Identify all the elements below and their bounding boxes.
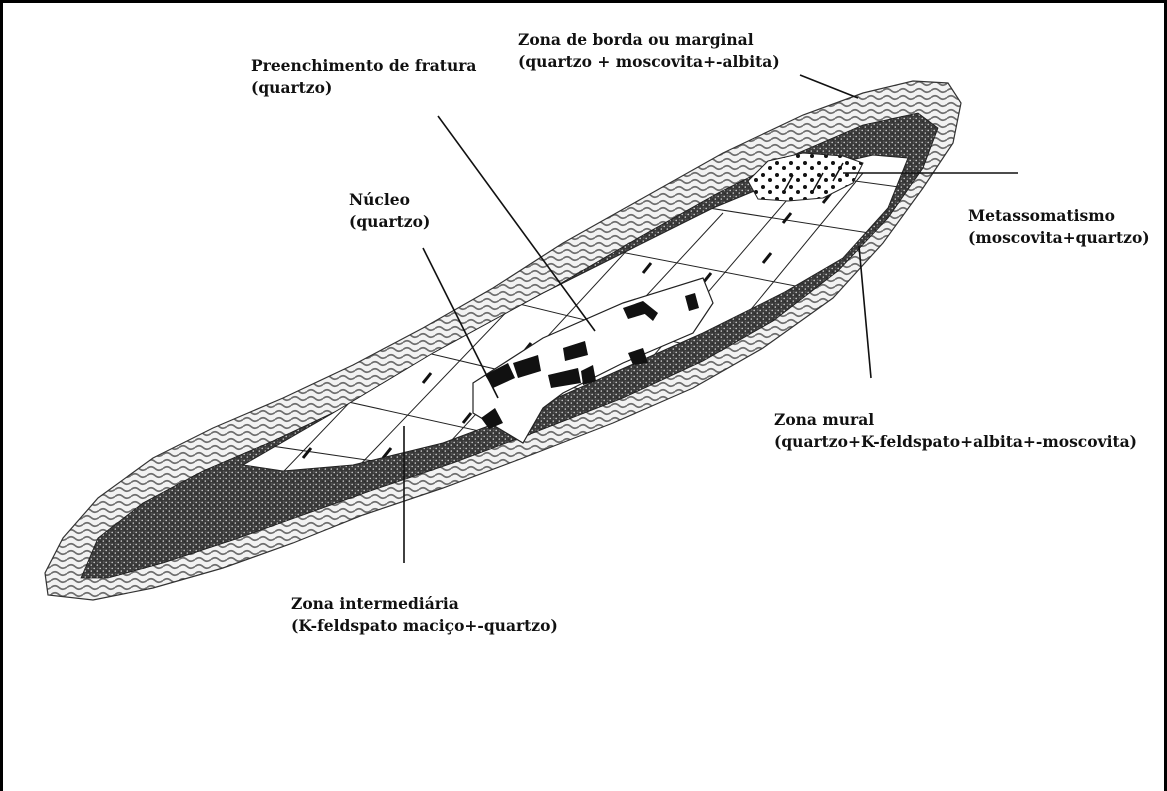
label-nucleo-line1: Núcleo [349,189,430,211]
label-zona-borda: Zona de borda ou marginal (quartzo + mos… [518,29,780,73]
pegmatite-zoning-diagram [3,3,1164,791]
label-metassomatismo-line2: (moscovita+quartzo) [968,227,1150,249]
label-preenchimento-line1: Preenchimento de fratura [251,55,476,77]
label-zona-borda-line2: (quartzo + moscovita+-albita) [518,51,780,73]
leader-zona-mural [859,246,871,378]
label-nucleo: Núcleo (quartzo) [349,189,430,233]
label-nucleo-line2: (quartzo) [349,211,430,233]
label-zona-intermediaria-line1: Zona intermediária [291,593,558,615]
label-zona-intermediaria-line2: (K-feldspato maciço+-quartzo) [291,615,558,637]
label-zona-intermediaria: Zona intermediária (K-feldspato maciço+-… [291,593,558,637]
label-zona-mural-line1: Zona mural [774,409,1137,431]
label-preenchimento-line2: (quartzo) [251,77,476,99]
label-preenchimento: Preenchimento de fratura (quartzo) [251,55,476,99]
label-metassomatismo-line1: Metassomatismo [968,205,1150,227]
label-zona-mural-line2: (quartzo+K-feldspato+albita+-moscovita) [774,431,1137,453]
label-zona-mural: Zona mural (quartzo+K-feldspato+albita+-… [774,409,1137,453]
leader-zona-borda [800,75,858,98]
label-zona-borda-line1: Zona de borda ou marginal [518,29,780,51]
label-metassomatismo: Metassomatismo (moscovita+quartzo) [968,205,1150,249]
